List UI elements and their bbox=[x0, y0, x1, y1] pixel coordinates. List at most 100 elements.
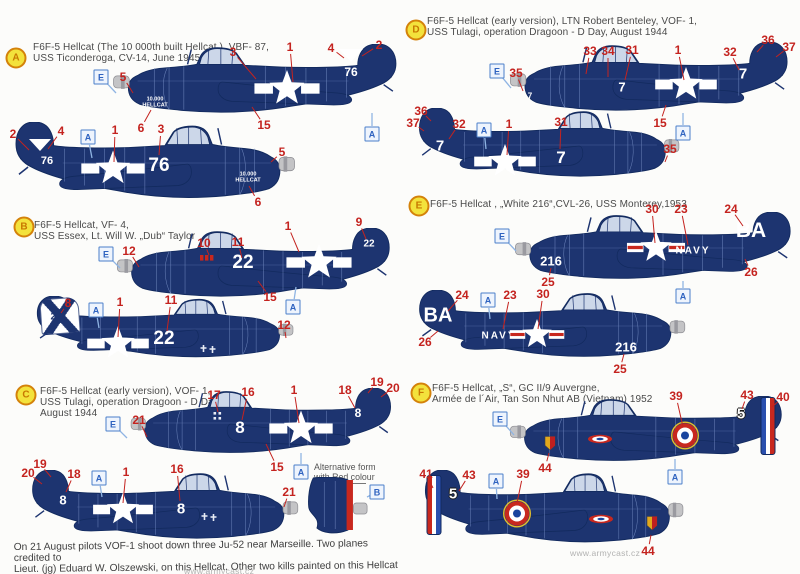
decal-callout-36: 36 bbox=[761, 33, 775, 47]
decal-callout-26: 26 bbox=[418, 335, 432, 349]
aircraft-profile-C2 bbox=[25, 469, 303, 544]
marking-star bbox=[80, 150, 146, 192]
french-roundel bbox=[670, 421, 700, 450]
decal-callout-3: 3 bbox=[157, 122, 165, 136]
us-star-insignia bbox=[626, 231, 686, 261]
us-star-insignia bbox=[254, 70, 320, 104]
decal-callout-15: 15 bbox=[263, 290, 277, 304]
kill-marks bbox=[200, 255, 214, 261]
decal-callout-4: 4 bbox=[327, 41, 335, 55]
stencil-ref-box-E: E bbox=[93, 69, 109, 85]
decal-callout-23: 23 bbox=[674, 202, 688, 216]
marking-kill-flags bbox=[200, 340, 216, 358]
aircraft-profile-D1 bbox=[505, 41, 795, 116]
decal-callout-26: 26 bbox=[744, 265, 758, 279]
decal-callout-31: 31 bbox=[554, 115, 568, 129]
marking-shield bbox=[646, 516, 658, 536]
marking-number: 22 bbox=[50, 311, 62, 323]
hellcat-silhouette bbox=[32, 469, 299, 539]
decal-callout-24: 24 bbox=[455, 288, 469, 302]
kill-marks-white bbox=[201, 513, 217, 521]
stencil-ref-box-E: E bbox=[98, 246, 114, 262]
marking-number: NAVY bbox=[675, 245, 711, 257]
decal-callout-36: 36 bbox=[414, 104, 428, 118]
marking-shield bbox=[544, 436, 556, 456]
marking-number: 7 bbox=[556, 148, 566, 167]
decal-callout-19: 19 bbox=[33, 457, 47, 471]
decal-callout-19: 19 bbox=[370, 375, 384, 389]
squadron-shield bbox=[646, 516, 658, 531]
marking-number: 5 bbox=[736, 405, 746, 423]
marking-number: 22 bbox=[363, 238, 375, 250]
marking-star bbox=[473, 144, 537, 184]
section-title-A: F6F-5 Hellcat (The 10 000th built Hellca… bbox=[33, 42, 269, 64]
stencil-ref-box-B: B bbox=[369, 484, 385, 500]
decal-callout-35: 35 bbox=[509, 66, 523, 80]
decal-callout-32: 32 bbox=[452, 117, 466, 131]
stencil-ref-box-E: E bbox=[489, 63, 505, 79]
us-star-insignia bbox=[93, 492, 153, 524]
marking-number: 76 bbox=[40, 155, 54, 167]
squadron-shield bbox=[544, 436, 556, 451]
section-title-D: F6F-5 Hellcat (early version), LTN Rober… bbox=[427, 16, 698, 38]
decal-callout-31: 31 bbox=[625, 43, 639, 57]
section-title-B: F6F-5 Hellcat, VF- 4, USS Essex, Lt. Wil… bbox=[34, 220, 196, 242]
stencil-ref-box-A: A bbox=[476, 122, 492, 138]
stencil-ref-box-A: A bbox=[80, 129, 96, 145]
marking-small-roundel bbox=[588, 511, 614, 529]
decal-callout-17: 17 bbox=[207, 388, 221, 402]
decal-callout-21: 21 bbox=[282, 485, 296, 499]
decal-callout-1: 1 bbox=[111, 123, 119, 137]
marking-number: 216 bbox=[615, 339, 637, 355]
decal-callout-1: 1 bbox=[505, 117, 513, 131]
decal-callout-15: 15 bbox=[270, 460, 284, 474]
marking-dots bbox=[213, 408, 223, 426]
decal-callout-44: 44 bbox=[538, 461, 552, 475]
decal-callout-37: 37 bbox=[406, 116, 420, 130]
decal-callout-11: 11 bbox=[164, 293, 178, 307]
decal-callout-20: 20 bbox=[386, 381, 400, 395]
decal-callout-2: 2 bbox=[375, 38, 383, 52]
marking-number: 8 bbox=[59, 492, 67, 508]
hellcat-silhouette bbox=[130, 387, 391, 453]
stencil-ref-box-A: A bbox=[675, 125, 691, 141]
hellcat-silhouette bbox=[116, 227, 390, 297]
section-marker-F: F bbox=[410, 382, 432, 404]
marking-number: BA bbox=[735, 219, 767, 242]
marking-star bbox=[654, 67, 718, 107]
decal-callout-18: 18 bbox=[67, 467, 81, 481]
section-marker-C: C bbox=[15, 384, 37, 406]
decal-callout-41: 41 bbox=[419, 467, 433, 481]
decal-callout-16: 16 bbox=[241, 385, 255, 399]
section-title-C: F6F-5 Hellcat (early version), VOF- 1, U… bbox=[40, 386, 221, 419]
far-wing-roundel bbox=[589, 514, 613, 524]
marking-number: 7 bbox=[435, 137, 445, 155]
stencil-ref-box-A: A bbox=[88, 302, 104, 318]
marking-kill-flags bbox=[200, 248, 214, 266]
decal-callout-11: 11 bbox=[231, 235, 245, 249]
stencil-ref-box-A: A bbox=[285, 299, 301, 315]
marking-roundel bbox=[670, 421, 700, 455]
marking-kill-flags bbox=[201, 508, 217, 526]
decal-callout-15: 15 bbox=[653, 116, 667, 130]
stencil-ref-box-A: A bbox=[675, 288, 691, 304]
us-star-insignia bbox=[655, 67, 717, 99]
us-star-insignia bbox=[81, 150, 145, 184]
decal-callout-16: 16 bbox=[170, 462, 184, 476]
marking-number: 8 bbox=[176, 500, 186, 518]
marking-star bbox=[253, 70, 321, 112]
marking-roundel bbox=[502, 499, 532, 533]
marking-star bbox=[86, 326, 150, 366]
decal-callout-23: 23 bbox=[503, 288, 517, 302]
marking-number: 216 bbox=[540, 253, 562, 269]
marking-number: 7 bbox=[527, 91, 533, 101]
decal-callout-3: 3 bbox=[229, 45, 237, 59]
decal-callout-21: 21 bbox=[132, 413, 146, 427]
us-star-insignia bbox=[269, 410, 333, 444]
marking-number: 76 bbox=[148, 155, 170, 176]
decal-callout-4: 4 bbox=[57, 124, 65, 138]
decal-callout-1: 1 bbox=[286, 40, 294, 54]
marking-triangle bbox=[339, 49, 363, 67]
stencil-ref-box-A: A bbox=[667, 469, 683, 485]
marking-star bbox=[268, 410, 334, 452]
